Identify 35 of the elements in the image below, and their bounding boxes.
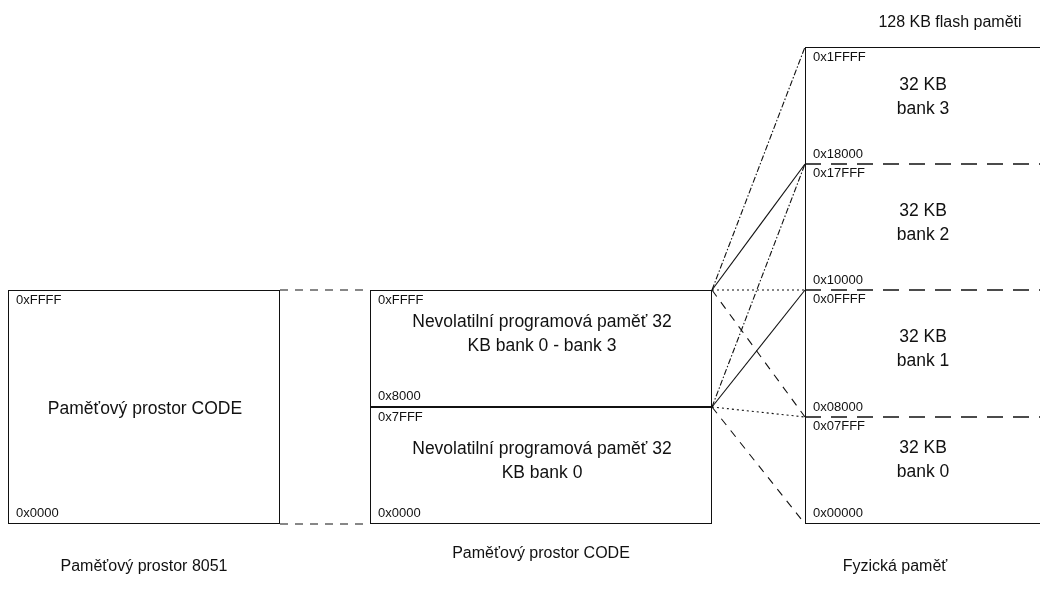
memory-block (370, 290, 712, 407)
block-label: 32 KB bank 3 (895, 73, 951, 120)
block-label: 32 KB bank 2 (895, 199, 951, 246)
address-label: 0x0FFFF (813, 292, 866, 306)
column-caption: Paměťový prostor 8051 (59, 556, 229, 576)
address-label: 0x00000 (813, 506, 863, 520)
memory-block (370, 407, 712, 524)
memory-bank (805, 47, 1040, 164)
address-label: 0x10000 (813, 273, 863, 287)
address-label: 0x17FFF (813, 166, 865, 180)
address-label: 0x1FFFF (813, 50, 866, 64)
block-label: 32 KB bank 0 (895, 436, 951, 483)
column-caption: Paměťový prostor CODE (451, 543, 631, 563)
address-label: 0x7FFF (378, 410, 423, 424)
mapping-line (711, 46, 806, 291)
address-label: 0x07FFF (813, 419, 865, 433)
address-label: 0x0000 (16, 506, 59, 520)
memory-bank (805, 417, 1040, 524)
block-label: 32 KB bank 1 (895, 325, 951, 372)
column-heading: 128 KB flash paměti (877, 12, 1023, 32)
address-label: 0x0000 (378, 506, 421, 520)
mapping-line (711, 289, 806, 291)
address-label: 0xFFFF (16, 293, 62, 307)
memory-block (8, 290, 280, 524)
address-label: 0x18000 (813, 147, 863, 161)
mapping-line (711, 163, 806, 291)
column-caption: Fyzická paměť (841, 556, 949, 576)
mapping-line (711, 163, 806, 408)
block-label: Nevolatilní programová paměť 32 KB bank 0 (411, 437, 673, 484)
address-label: 0xFFFF (378, 293, 424, 307)
address-label: 0x08000 (813, 400, 863, 414)
address-label: 0x8000 (378, 389, 421, 403)
mapping-line (711, 406, 806, 418)
block-label: Paměťový prostor CODE (46, 397, 244, 420)
block-label: Nevolatilní programová paměť 32 KB bank 0 - bank 3 (411, 310, 673, 357)
